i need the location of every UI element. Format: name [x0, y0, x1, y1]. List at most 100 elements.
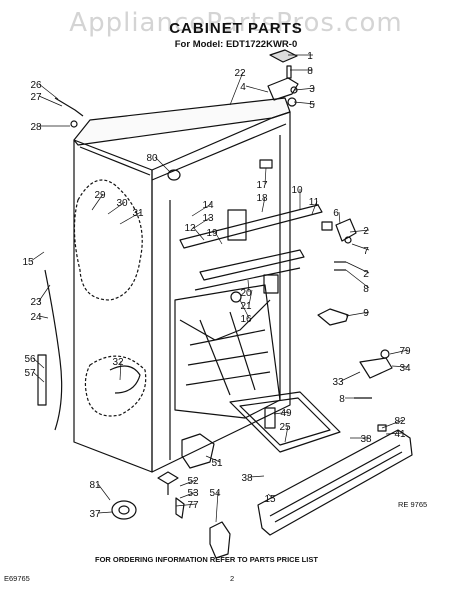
leader-line-27: [38, 95, 63, 107]
leader-line-13: [193, 216, 212, 229]
ordering-note: FOR ORDERING INFORMATION REFER TO PARTS …: [95, 555, 318, 564]
callout-54: 54: [209, 488, 221, 499]
leader-line-54: [215, 491, 219, 523]
leader-line-33: [340, 371, 361, 382]
divider-rail: [179, 204, 323, 291]
grille-clip: [209, 521, 231, 559]
callout-49: 49: [280, 408, 292, 419]
washer: [230, 291, 242, 303]
callout-4: 4: [240, 82, 246, 93]
callout-22: 22: [234, 68, 246, 79]
leader-line-15: [30, 251, 45, 262]
drain-pan: [229, 391, 341, 453]
callout-21: 21: [240, 301, 252, 312]
callout-29: 29: [94, 190, 106, 201]
callout-24: 24: [30, 312, 42, 323]
control-switch: [259, 159, 273, 169]
callout-38: 38: [241, 473, 253, 484]
leader-line-16: [239, 299, 250, 319]
callout-28: 28: [30, 122, 42, 133]
page-number: 2: [230, 574, 235, 583]
leader-line-56: [32, 357, 45, 369]
leader-line-5: [293, 101, 316, 105]
leader-line-52: [179, 479, 197, 487]
insulation-outline-lower: [84, 355, 147, 417]
callout-2: 2: [363, 269, 369, 280]
leader-line-6: [338, 211, 341, 225]
leader-line-11: [311, 200, 318, 215]
callout-53: 53: [187, 488, 199, 499]
leader-line-21: [248, 289, 253, 306]
callout-16: 16: [240, 314, 252, 325]
ref-code: RE 9765: [398, 500, 428, 509]
callout-7: 7: [363, 246, 369, 257]
leader-line-37: [97, 511, 113, 514]
front-roller: [111, 500, 137, 520]
leader-line-79: [389, 349, 409, 355]
leader-line-82: [381, 419, 404, 429]
callout-18: 18: [256, 193, 268, 204]
leader-line-53: [179, 491, 197, 499]
callout-79: 79: [399, 346, 411, 357]
roller-bracket: [181, 433, 215, 469]
leader-line-57: [32, 371, 45, 383]
leveling-leg: [157, 471, 179, 495]
leader-line-23: [38, 284, 51, 302]
top-hinge-cover: [54, 97, 84, 117]
callout-27: 27: [30, 92, 42, 103]
callout-9: 9: [363, 308, 369, 319]
callout-5: 5: [309, 100, 315, 111]
bracket-plate: [227, 209, 247, 241]
model-line: For Model: EDT1722KWR-0: [0, 39, 472, 50]
leader-line-15: [267, 493, 274, 499]
leader-line-77: [175, 503, 197, 507]
toe-grille: [257, 429, 413, 536]
leader-line-7: [351, 243, 370, 251]
leader-line-2: [349, 229, 370, 233]
callout-20: 20: [240, 288, 252, 299]
louver: [263, 274, 279, 294]
leader-line-32: [119, 360, 122, 381]
leader-line-34: [391, 365, 409, 368]
callout-10: 10: [291, 185, 303, 196]
callout-52: 52: [187, 476, 199, 487]
callout-31: 31: [132, 208, 144, 219]
callout-15: 15: [264, 494, 276, 505]
callout-8: 8: [307, 66, 313, 77]
callout-32: 32: [112, 357, 124, 368]
shim: [175, 497, 185, 519]
callout-34: 34: [399, 363, 411, 374]
callout-17: 17: [256, 180, 268, 191]
callout-13: 13: [202, 213, 214, 224]
leader-line-29: [91, 193, 104, 211]
door-stop: [317, 308, 349, 326]
cabinet-liner: [174, 284, 281, 419]
leader-line-4: [245, 85, 269, 93]
callout-15: 15: [22, 257, 34, 268]
callout-3: 3: [309, 84, 315, 95]
model-prefix: For Model:: [174, 39, 226, 50]
leader-line-80: [154, 156, 171, 173]
callout-33: 33: [332, 377, 344, 388]
callout-30: 30: [116, 198, 128, 209]
cabinet-shell: [73, 97, 291, 473]
callout-81: 81: [89, 480, 101, 491]
leader-line-51: [205, 455, 221, 463]
callout-37: 37: [89, 509, 101, 520]
leader-line-41: [385, 432, 404, 435]
leader-line-31: [119, 211, 142, 225]
diagram-title: CABINET PARTS: [169, 20, 303, 37]
doc-code: E69765: [4, 574, 30, 583]
callout-6: 6: [333, 208, 339, 219]
callout-14: 14: [202, 200, 214, 211]
callout-11: 11: [309, 197, 320, 208]
pin: [70, 120, 78, 128]
leader-line-20: [247, 279, 250, 293]
leader-line-30: [107, 201, 126, 215]
left-rail-bracket: [37, 354, 47, 406]
leader-line-81: [97, 483, 111, 501]
leader-line-2: [345, 261, 370, 274]
leader-line-26: [38, 83, 59, 100]
callout-38: 38: [360, 434, 372, 445]
